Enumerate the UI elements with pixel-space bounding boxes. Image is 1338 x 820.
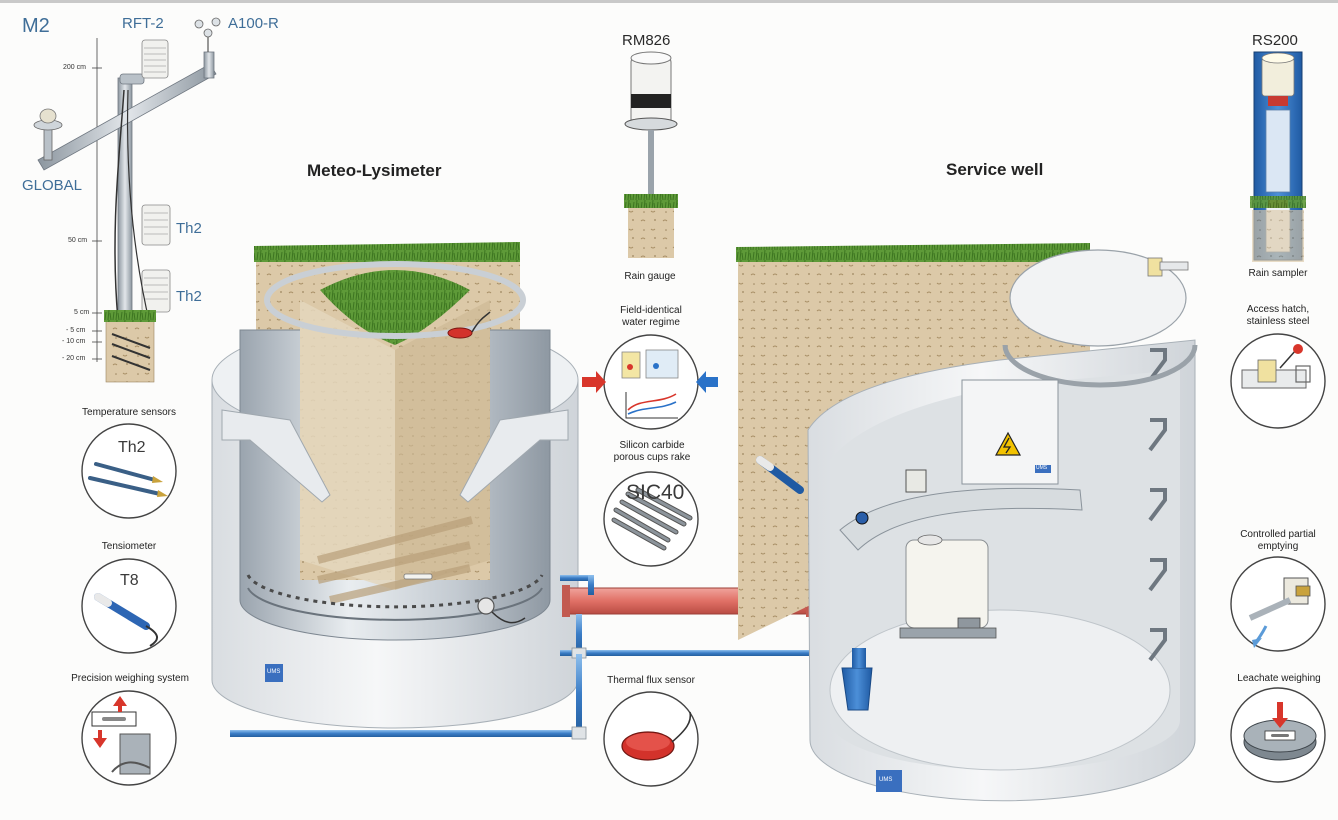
rain-gauge-caption: Rain gauge xyxy=(624,271,676,282)
height-tick-minus5: - 5 cm xyxy=(66,327,86,334)
station-title: M2 xyxy=(22,15,50,37)
service-well-title: Service well xyxy=(946,160,1044,179)
lysimeter-title: Meteo-Lysimeter xyxy=(307,161,442,180)
temperature-model: Th2 xyxy=(118,439,146,456)
thermal-flux-caption: Thermal flux sensor xyxy=(607,675,695,686)
arrow-down-icon xyxy=(93,730,107,748)
suction-rake-model: SIC40 xyxy=(626,481,685,504)
emptying-caption: Controlled partial emptying xyxy=(1240,529,1316,552)
meteo-lysimeter xyxy=(211,242,579,729)
water-regime-detail xyxy=(582,334,718,430)
a100r-label: A100-R xyxy=(228,15,279,32)
rain-gauge-model: RM826 xyxy=(622,32,671,49)
th2-upper-label: Th2 xyxy=(176,220,202,237)
arrow-in-left-icon xyxy=(582,371,606,393)
arrow-up-icon xyxy=(113,696,127,712)
height-tick-minus20: - 20 cm xyxy=(62,355,86,362)
rft2-label: RFT-2 xyxy=(122,15,164,32)
temperature-caption: Temperature sensors xyxy=(82,407,176,418)
hatch-caption: Access hatch, stainless steel xyxy=(1246,304,1310,327)
thermal-flux-detail xyxy=(603,691,699,787)
height-tick-200: 200 cm xyxy=(63,64,86,71)
height-tick-5: 5 cm xyxy=(74,309,90,316)
weighing-caption: Precision weighing system xyxy=(71,673,189,684)
access-hatch-detail xyxy=(1230,333,1326,429)
height-tick-50: 50 cm xyxy=(68,237,88,244)
rain-sampler-illustration xyxy=(1250,51,1306,262)
global-label: GLOBAL xyxy=(22,177,83,194)
well-logo: UMS xyxy=(879,777,893,783)
temperature-sensor-detail xyxy=(81,423,177,519)
cabinet-logo: UMS xyxy=(1036,465,1048,471)
weighing-system-detail xyxy=(81,690,177,786)
top-border xyxy=(0,0,1338,3)
high-voltage-warning-icon xyxy=(994,431,1022,456)
service-well xyxy=(736,243,1198,802)
leachate-caption: Leachate weighing xyxy=(1237,673,1321,684)
rain-sampler-caption: Rain sampler xyxy=(1248,268,1308,279)
tensiometer-model: T8 xyxy=(120,572,139,589)
leachate-weighing-detail xyxy=(1230,687,1326,783)
arrow-in-right-icon xyxy=(696,371,718,393)
lysimeter-logo: UMS xyxy=(267,669,281,675)
tensiometer-detail xyxy=(81,558,177,654)
rain-sampler-model: RS200 xyxy=(1252,32,1298,49)
tensiometer-caption: Tensiometer xyxy=(101,541,157,552)
partial-emptying-detail xyxy=(1230,556,1326,652)
rain-gauge-illustration xyxy=(624,51,678,258)
suction-cups-detail xyxy=(603,471,699,567)
weather-mast xyxy=(33,17,221,383)
water-regime-caption: Field-identical water regime xyxy=(620,305,682,328)
height-tick-minus10: - 10 cm xyxy=(62,338,86,345)
th2-lower-label: Th2 xyxy=(176,288,202,305)
suction-rake-caption: Silicon carbide porous cups rake xyxy=(613,440,691,463)
